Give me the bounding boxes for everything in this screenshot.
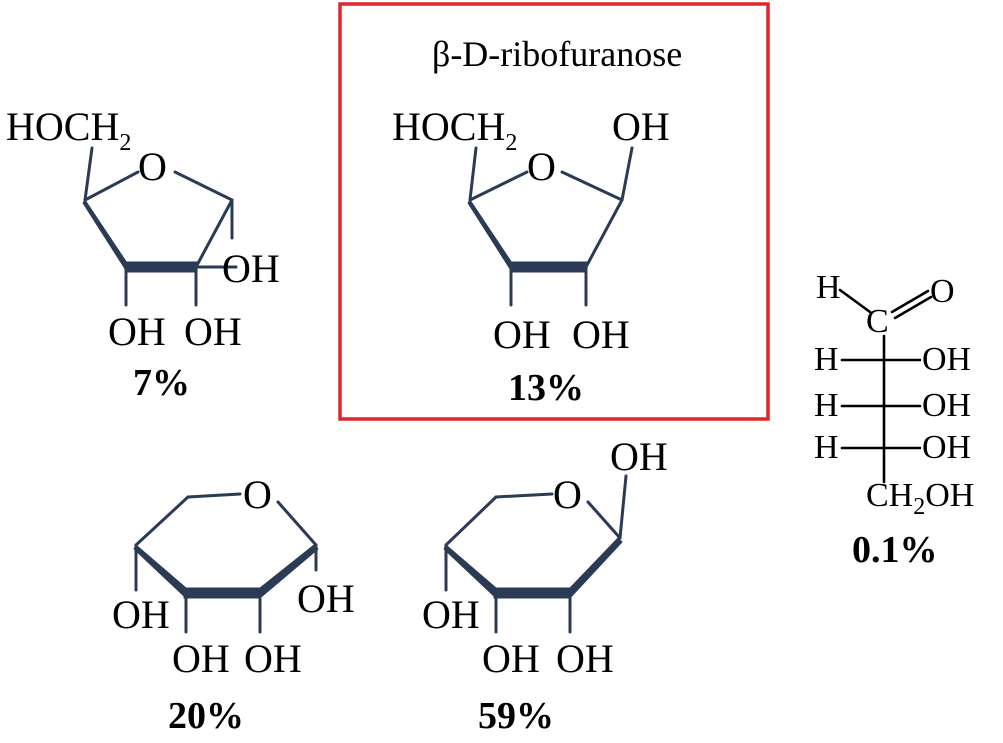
beta-furanose-c2-oh: OH — [572, 312, 630, 357]
alpha-furanose-ring-oxygen: O — [138, 144, 167, 189]
alpha-furanose-c4-o-bond — [83, 170, 140, 202]
alpha-furanose-structure: HOCH2 O OH OH OH 7% — [6, 104, 280, 404]
beta-furanose-c1-oh-bond — [620, 146, 634, 202]
open-chain-h-c-bond — [838, 288, 872, 314]
beta-furanose-percent: 13% — [508, 367, 584, 409]
open-chain-row1-oh: OH — [922, 341, 971, 378]
open-chain-row1-h: H — [814, 341, 839, 378]
beta-furanose-c4-o-bond — [468, 170, 529, 202]
alpha-furanose-percent: 7% — [133, 362, 190, 404]
beta-pyranose-percent: 59% — [478, 695, 554, 737]
open-chain-row3-oh: OH — [922, 429, 971, 466]
alpha-pyranose-c1-oh: OH — [297, 576, 355, 621]
open-chain-carbonyl-carbon: C — [866, 303, 889, 340]
beta-furanose-ring-oxygen: O — [527, 144, 556, 189]
alpha-pyranose-c4-oh: OH — [112, 592, 170, 637]
beta-pyranose-o-c1-bond — [586, 500, 622, 540]
beta-pyranose-c5-o-bond — [494, 492, 554, 499]
beta-pyranose-c1-oh-bond — [618, 474, 628, 540]
beta-furanose-c5-label: HOCH2 — [392, 104, 517, 156]
alpha-furanose-wedge-bottom — [124, 261, 198, 273]
alpha-pyranose-c2-oh: OH — [244, 636, 302, 681]
beta-pyranose-wedge-left — [443, 544, 497, 599]
beta-furanose-o-c1-bond — [560, 170, 624, 202]
open-chain-aldehyde-h: H — [816, 269, 841, 306]
beta-furanose-c3-oh: OH — [493, 312, 551, 357]
alpha-pyranose-o-c1-bond — [276, 500, 318, 547]
alpha-furanose-c1-c2-bond — [194, 198, 234, 269]
beta-furanose-wedge-left — [467, 199, 513, 273]
beta-pyranose-c3-oh: OH — [482, 636, 540, 681]
alpha-pyranose-wedge-bottom — [183, 587, 261, 599]
highlight-title: β-D-ribofuranose — [432, 34, 682, 74]
open-chain-row2-h: H — [814, 387, 839, 424]
beta-pyranose-c5-c4-bond — [444, 495, 498, 547]
open-chain-row2-oh: OH — [922, 387, 971, 424]
beta-furanose-structure: HOCH2 O OH OH OH 13% — [392, 104, 670, 409]
beta-pyranose-c4-oh: OH — [422, 592, 480, 637]
beta-pyranose-ring-oxygen: O — [553, 472, 582, 517]
alpha-pyranose-ring-oxygen: O — [243, 472, 272, 517]
open-chain-aldehyde-o: O — [930, 273, 955, 310]
beta-furanose-wedge-bottom — [509, 261, 588, 273]
alpha-pyranose-c5-o-bond — [186, 492, 242, 499]
beta-pyranose-structure: O OH OH OH OH 59% — [422, 434, 668, 737]
alpha-pyranose-c3-oh: OH — [172, 636, 230, 681]
alpha-furanose-wedge-left — [82, 199, 128, 273]
open-chain-c-o-bond-1 — [890, 289, 930, 314]
open-chain-tail: CH2OH — [866, 477, 974, 520]
alpha-furanose-c3-oh: OH — [108, 309, 166, 354]
beta-furanose-c1-c2-bond — [584, 198, 624, 269]
alpha-furanose-c1-oh: OH — [222, 246, 280, 291]
beta-furanose-c5-bond — [468, 146, 478, 202]
open-chain-structure: H C O H OH H OH H OH CH2OH 0.1% — [814, 269, 974, 571]
highlight-box — [338, 2, 770, 421]
alpha-furanose-o-c1-bond — [173, 170, 234, 202]
beta-pyranose-c2-oh: OH — [556, 636, 614, 681]
alpha-pyranose-percent: 20% — [168, 695, 244, 737]
open-chain-percent: 0.1% — [852, 529, 938, 571]
alpha-furanose-c5-label: HOCH2 — [6, 104, 131, 156]
open-chain-c-o-bond-2 — [893, 295, 933, 320]
beta-furanose-c1-oh: OH — [612, 104, 670, 149]
alpha-pyranose-wedge-left — [133, 544, 187, 599]
alpha-furanose-c2-oh: OH — [184, 309, 242, 354]
beta-pyranose-c1-oh: OH — [610, 434, 668, 479]
open-chain-row3-h: H — [814, 429, 839, 466]
alpha-pyranose-c5-c4-bond — [134, 495, 190, 547]
alpha-pyranose-structure: O OH OH OH OH 20% — [112, 472, 355, 737]
beta-pyranose-wedge-bottom — [493, 587, 571, 599]
alpha-furanose-c5-bond — [83, 146, 94, 202]
beta-pyranose-wedge-right — [569, 537, 623, 599]
